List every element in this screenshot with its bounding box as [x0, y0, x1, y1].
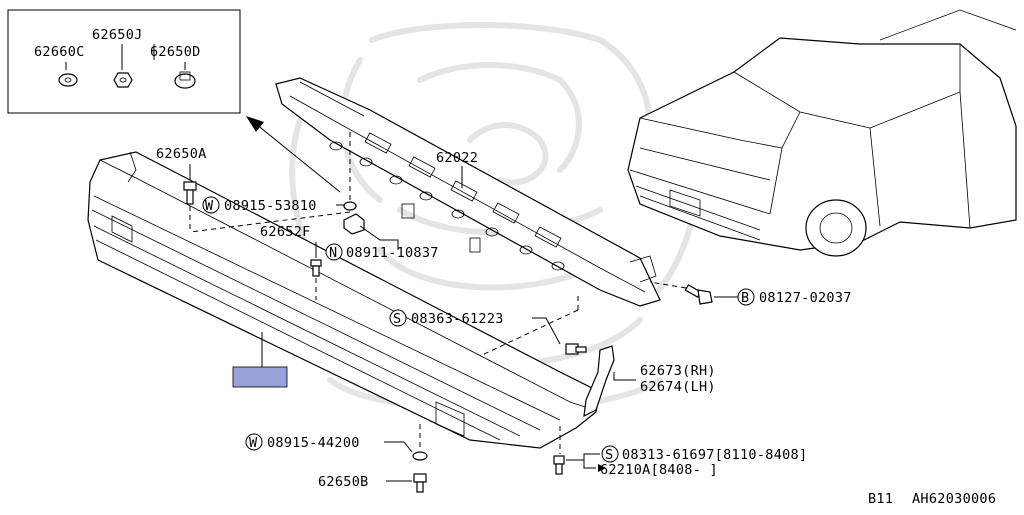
label-62650J: 62650J: [92, 27, 143, 43]
prefix-w1: W: [205, 198, 214, 214]
clip-62650B-icon: [413, 473, 427, 493]
prefix-n: N: [329, 245, 337, 261]
nut-08911-10837-icon: [343, 213, 365, 235]
inset-box: [7, 9, 241, 114]
label-62650A: 62650A: [156, 146, 207, 162]
footer-model: B11: [868, 491, 893, 507]
prefix-w2: W: [249, 435, 258, 451]
washer-62650J-icon: [113, 72, 133, 88]
nut-62650D-icon: [174, 71, 196, 89]
label-62652F: 62652F: [260, 224, 311, 240]
arrow-62210A-icon: [598, 464, 606, 472]
arrow-head-icon: [246, 116, 264, 132]
prefix-b: B: [741, 290, 749, 306]
label-08313-61697: 08313-61697[8110-8408]: [622, 447, 807, 463]
label-08127-02037: 08127-02037: [759, 290, 852, 306]
label-08911-10837: 08911-10837: [346, 245, 439, 261]
clip-62650A-icon: [183, 181, 197, 205]
screw-08363-61223-icon: [565, 343, 587, 355]
washer-08915-44200-icon: [412, 451, 428, 461]
callout-screw-s1: S 08363-61223: [389, 309, 504, 327]
callout-nut-n: N 08911-10837: [325, 243, 439, 261]
footer-figure-code: AH62030006: [912, 491, 996, 507]
prefix-s1: S: [393, 311, 401, 327]
callout-screw-s2: S 08313-61697[8110-8408]: [601, 445, 807, 463]
clip-62652F-icon: [310, 259, 322, 277]
screw-08313-61697-icon: [553, 455, 565, 475]
label-62673RH: 62673(RH): [640, 363, 716, 379]
label-62674LH: 62674(LH): [640, 379, 716, 395]
label-08915-44200: 08915-44200: [267, 435, 360, 451]
label-62650D: 62650D: [150, 44, 201, 60]
label-62650B: 62650B: [318, 474, 369, 490]
callout-washer-w2: W 08915-44200: [245, 433, 360, 451]
retainer-bar-62022: [275, 77, 661, 307]
label-08363-61223: 08363-61223: [411, 311, 504, 327]
washer-62660C-icon: [58, 73, 78, 87]
car-illustration: [627, 9, 1017, 257]
label-62660C: 62660C: [34, 44, 85, 60]
bracket-62673-icon: [583, 345, 615, 418]
highlight-label-box: [232, 366, 288, 388]
callout-bolt-b: B 08127-02037: [737, 288, 852, 306]
bumper-fascia: [87, 151, 601, 449]
callout-washer-w1: W 08915-53810: [202, 196, 317, 214]
label-62210A: 62210A[8408- ]: [600, 462, 718, 478]
label-62022: 62022: [436, 150, 478, 166]
label-08915-53810: 08915-53810: [224, 198, 317, 214]
bolt-08127-02037-icon: [684, 284, 713, 305]
prefix-s2: S: [605, 447, 613, 463]
washer-08915-53810-icon: [343, 201, 357, 211]
